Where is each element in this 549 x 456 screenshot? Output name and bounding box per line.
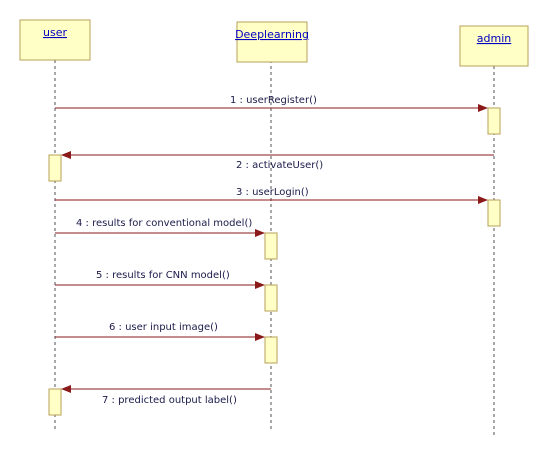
lifeline-admin[interactable]: admin (459, 25, 529, 436)
message-6-label: 6 : user input image() (109, 322, 218, 333)
lifeline-deeplearning-box[interactable]: Deeplearning (235, 21, 309, 63)
message-4-label: 4 : results for conventional model() (76, 218, 252, 229)
message-1-label: 1 : userRegister() (230, 95, 317, 106)
lifeline-user-name: user (43, 26, 67, 39)
message-2-label: 2 : activateUser() (236, 160, 323, 171)
lifeline-admin-box[interactable]: admin (459, 25, 529, 67)
lifeline-user-box[interactable]: user (19, 19, 91, 61)
message-5[interactable]: 5 : results for CNN model() (55, 270, 265, 289)
message-7-label: 7 : predicted output label() (102, 395, 237, 406)
activation-admin-1 (487, 107, 501, 135)
lifeline-deeplearning[interactable]: Deeplearning (235, 21, 309, 430)
activation-user-2 (48, 388, 62, 416)
lifeline-admin-name: admin (477, 32, 511, 45)
message-7[interactable]: 7 : predicted output label() (61, 385, 271, 406)
activation-deeplearning-2 (264, 284, 278, 312)
message-4[interactable]: 4 : results for conventional model() (55, 218, 265, 237)
message-2[interactable]: 2 : activateUser() (61, 151, 494, 171)
message-5-label: 5 : results for CNN model() (96, 270, 230, 281)
message-1[interactable]: 1 : userRegister() (55, 95, 488, 112)
activation-admin-2 (487, 199, 501, 227)
activation-deeplearning-1 (264, 232, 278, 260)
message-3-label: 3 : userLogin() (236, 187, 309, 198)
lifeline-deeplearning-name: Deeplearning (235, 28, 309, 41)
message-3[interactable]: 3 : userLogin() (55, 187, 488, 204)
message-6[interactable]: 6 : user input image() (55, 322, 265, 341)
activation-deeplearning-3 (264, 336, 278, 364)
lifeline-user[interactable]: user (19, 19, 91, 430)
activation-user-1 (48, 154, 62, 182)
